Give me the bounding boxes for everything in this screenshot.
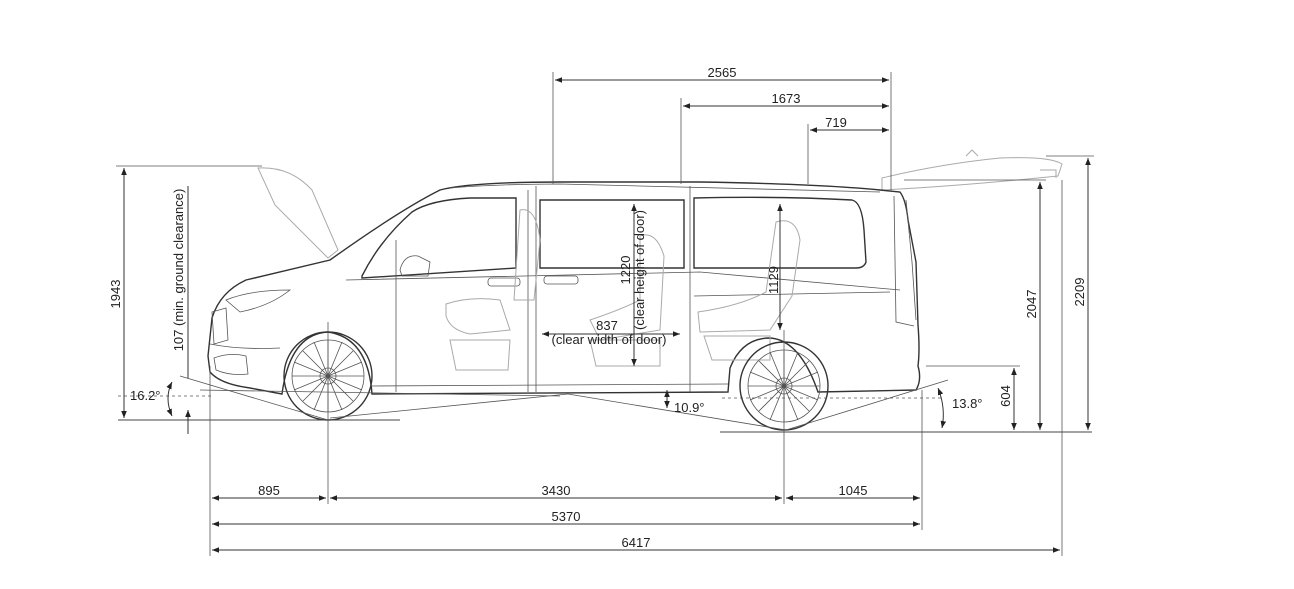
dim-1129-label: 1129	[766, 266, 781, 294]
ground-lines	[118, 375, 1092, 433]
door-dimensions: 1220 (clear height of door) 837 (clear w…	[542, 204, 783, 415]
open-hood-outline	[257, 167, 339, 259]
dim-1943-label: 1943	[108, 280, 123, 309]
interior-seats	[445, 209, 801, 371]
top-dimensions: 2565 1673 719	[552, 65, 892, 192]
dim-604-label: 604	[998, 385, 1013, 407]
dim-719-label: 719	[825, 115, 847, 130]
door-clear-width-value: 837	[596, 318, 618, 333]
dim-5370-label: 5370	[552, 509, 581, 524]
bottom-dimensions: 895 3430 1045 5370 6417	[209, 180, 1063, 556]
overall-length-label: 6417	[622, 535, 651, 550]
front-grille	[211, 307, 229, 345]
sliding-door-window	[539, 199, 685, 269]
front-window	[361, 197, 517, 279]
open-tailgate-outline	[881, 157, 1063, 191]
left-vertical-dimensions: 1943 107 (min. ground clearance) 16.2°	[108, 165, 262, 434]
rear-departure-angle-label: 13.8°	[952, 396, 983, 411]
door-clear-height-value: 1220	[618, 256, 633, 285]
rear-side-window	[693, 196, 867, 269]
dim-1673-label: 1673	[772, 91, 801, 106]
dim-2209-label: 2209	[1072, 278, 1087, 307]
door-clear-height-label: (clear height of door)	[632, 210, 647, 330]
wheelbase-label: 3430	[542, 483, 571, 498]
ground-clearance-label: 107 (min. ground clearance)	[171, 189, 186, 352]
right-vertical-dimensions: 2209 2047 604 13.8°	[904, 155, 1094, 430]
ramp-angle-label: 10.9°	[674, 400, 705, 415]
side-mirror	[399, 255, 431, 277]
dim-2565-label: 2565	[708, 65, 737, 80]
door-clear-width-label: (clear width of door)	[552, 332, 667, 347]
dim-2047-label: 2047	[1024, 290, 1039, 319]
rear-overhang-label: 1045	[839, 483, 868, 498]
front-approach-angle-label: 16.2°	[130, 388, 161, 403]
front-overhang-label: 895	[258, 483, 280, 498]
headlight	[225, 289, 292, 313]
